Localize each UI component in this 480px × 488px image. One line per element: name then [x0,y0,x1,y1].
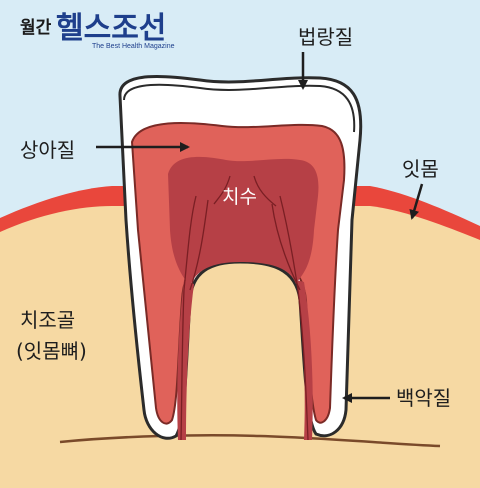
pulp-vessels [180,175,309,441]
label-alveolar-bone-1: 치조골 [20,308,75,332]
pulp-chamber [168,156,319,286]
label-dentin: 상아질 [20,138,75,162]
brand-tagline: The Best Health Magazine [92,43,175,50]
alveolar-bone [0,206,480,488]
brand-small-text: 월간 [20,18,52,38]
bone-contour-line [59,434,441,448]
label-pulp: 치수 [222,186,257,208]
label-gum: 잇몸 [402,157,439,181]
label-alveolar-bone-2: (잇몸뼈) [16,339,87,363]
brand-logo: 월간 헬스조선 The Best Health Magazine [20,11,175,50]
enamel-crown [123,83,356,133]
label-enamel: 법랑질 [298,25,353,49]
brand-big-text: 헬스조선 [56,11,166,46]
arrows [96,52,424,403]
label-cementum: 백악질 [396,386,451,410]
arrow-gum [409,183,424,220]
